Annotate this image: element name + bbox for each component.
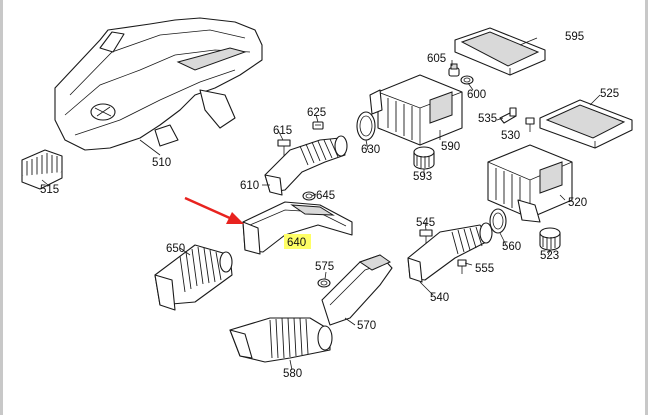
- label-510[interactable]: 510: [152, 157, 171, 169]
- part-610-intake-elbow[interactable]: [264, 135, 348, 196]
- label-593[interactable]: 593: [413, 171, 432, 183]
- left-border: [0, 0, 3, 415]
- label-545[interactable]: 545: [416, 217, 435, 229]
- part-595-air-filter-element[interactable]: [454, 27, 546, 76]
- part-630-seal-ring[interactable]: [356, 111, 376, 141]
- label-555[interactable]: 555: [475, 263, 494, 275]
- part-560-seal-ring[interactable]: [489, 208, 507, 234]
- part-575-grommet[interactable]: [317, 278, 331, 288]
- label-535[interactable]: 535: [478, 113, 497, 125]
- label-640[interactable]: 640: [287, 237, 306, 249]
- part-540-intake-elbow[interactable]: [407, 222, 493, 283]
- part-580-bellows-duct[interactable]: [229, 317, 333, 363]
- label-580[interactable]: 580: [283, 368, 302, 380]
- label-523[interactable]: 523: [540, 250, 559, 262]
- label-530[interactable]: 530: [501, 130, 520, 142]
- label-515[interactable]: 515: [40, 184, 59, 196]
- part-570-air-duct[interactable]: [321, 254, 393, 326]
- label-610[interactable]: 610: [240, 180, 259, 192]
- label-525[interactable]: 525: [600, 88, 619, 100]
- right-border: [645, 0, 648, 415]
- label-575[interactable]: 575: [315, 261, 334, 273]
- part-520-air-filter-housing[interactable]: [487, 144, 573, 223]
- part-650-bellows-duct[interactable]: [154, 244, 233, 311]
- part-605-fitting[interactable]: [448, 63, 460, 77]
- label-570[interactable]: 570: [357, 320, 376, 332]
- part-645-grommet[interactable]: [302, 191, 316, 201]
- part-523-filter-cup[interactable]: [539, 227, 561, 251]
- label-630[interactable]: 630: [361, 144, 380, 156]
- part-640-air-duct[interactable]: [242, 201, 353, 255]
- label-615[interactable]: 615: [273, 125, 292, 137]
- label-540[interactable]: 540: [430, 292, 449, 304]
- label-560[interactable]: 560: [502, 241, 521, 253]
- part-525-air-filter-element[interactable]: [539, 99, 633, 149]
- label-600[interactable]: 600: [467, 89, 486, 101]
- part-535-sensor[interactable]: [499, 107, 517, 124]
- part-590-air-filter-housing[interactable]: [369, 74, 463, 146]
- part-555-screw[interactable]: [457, 259, 467, 274]
- red-pointer-arrow: [184, 196, 244, 224]
- label-625[interactable]: 625: [307, 107, 326, 119]
- leader-lines: [41, 37, 601, 371]
- part-510-engine-cover[interactable]: [54, 17, 263, 151]
- label-645[interactable]: 645: [316, 190, 335, 202]
- part-625-clamp[interactable]: [312, 121, 324, 130]
- part-530-screw[interactable]: [525, 117, 535, 132]
- label-590[interactable]: 590: [441, 141, 460, 153]
- label-520[interactable]: 520: [568, 197, 587, 209]
- label-595[interactable]: 595: [565, 31, 584, 43]
- part-615-bolt[interactable]: [277, 139, 291, 156]
- label-650[interactable]: 650: [166, 243, 185, 255]
- label-605[interactable]: 605: [427, 53, 446, 65]
- part-593-filter-cup[interactable]: [413, 146, 435, 170]
- highlight-640: [284, 234, 311, 249]
- part-600-grommet[interactable]: [460, 75, 474, 85]
